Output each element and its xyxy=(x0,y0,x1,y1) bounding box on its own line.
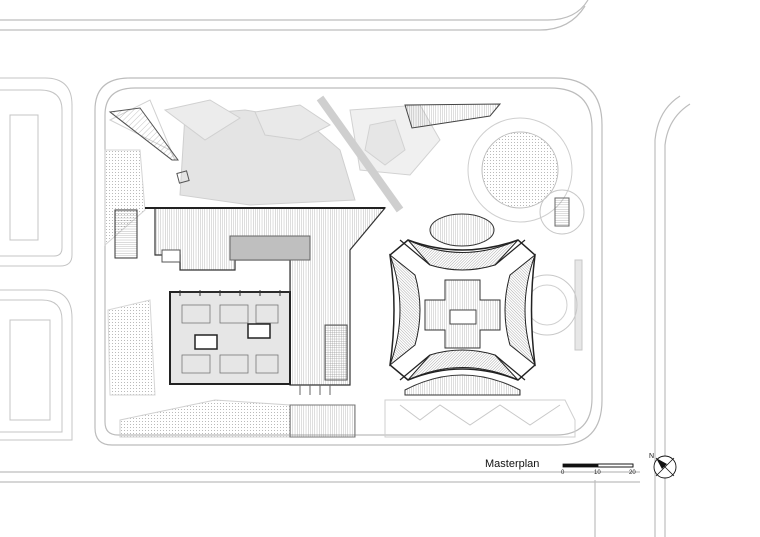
site-boundary xyxy=(94,77,603,446)
building-east-pavilion xyxy=(388,213,537,396)
north-label: N xyxy=(649,453,655,460)
canopy-wedge-east xyxy=(404,103,502,129)
street-lines xyxy=(0,0,691,537)
drawing-title: Masterplan xyxy=(485,458,540,470)
north-arrow-icon xyxy=(653,455,677,479)
west-blocks xyxy=(0,77,73,441)
canopy-wedge-west xyxy=(108,107,190,184)
scale-tick-10: 10 xyxy=(594,470,601,476)
circular-plaza xyxy=(467,117,585,336)
scale-tick-0: 0 xyxy=(561,470,565,476)
scale-tick-20: 20 xyxy=(629,470,636,476)
scale-bar xyxy=(562,463,634,468)
building-west xyxy=(114,207,387,438)
